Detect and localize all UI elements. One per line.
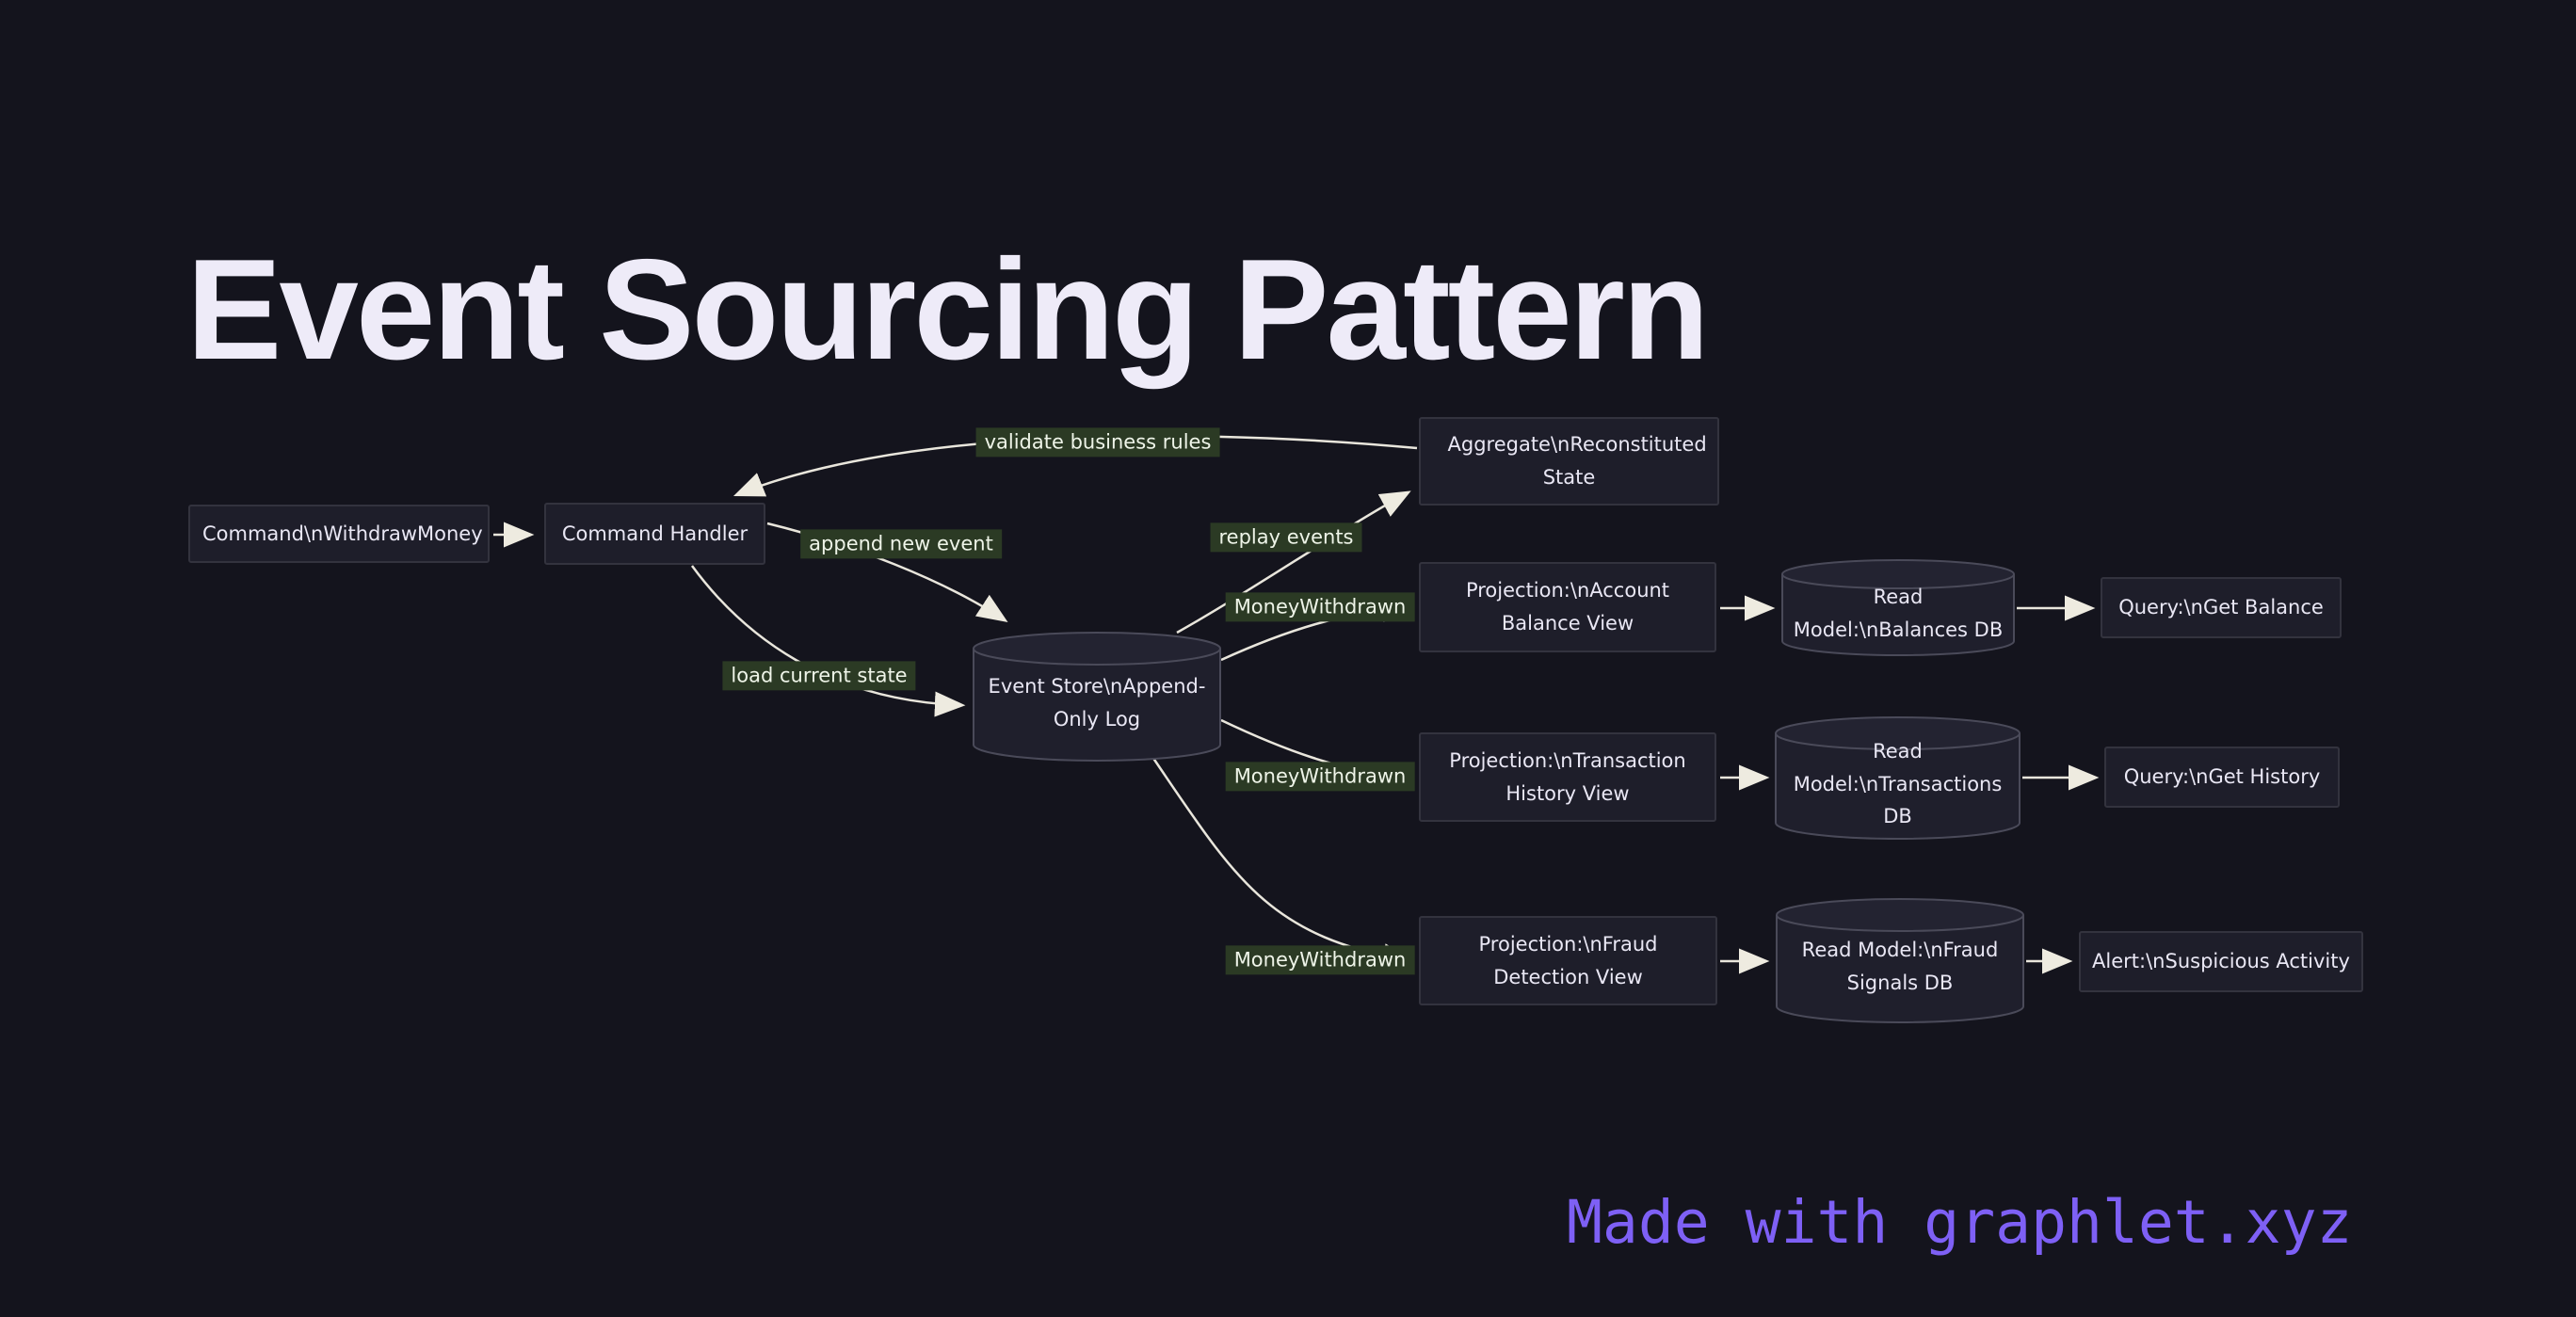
node-label: Read Model:\nFraud Signals DB — [1801, 939, 1999, 994]
edge-label-validate-business-rules: validate business rules — [975, 427, 1220, 458]
node-read-model-balances: Read Model:\nBalances DB — [1781, 559, 2015, 657]
page-title: Event Sourcing Pattern — [186, 229, 1710, 390]
edge-label-money-withdrawn-3: MoneyWithdrawn — [1225, 945, 1415, 975]
edge-label-money-withdrawn-2: MoneyWithdrawn — [1225, 762, 1415, 792]
edge-label-append-new-event: append new event — [800, 529, 1002, 559]
cylinder-icon — [973, 632, 1221, 762]
edge-load-current-state — [690, 565, 966, 717]
node-query-get-balance: Query:\nGet Balance — [2101, 577, 2342, 638]
cylinder-icon — [1775, 716, 2021, 840]
edge-label-load-current-state: load current state — [722, 661, 916, 691]
node-read-model-fraud: Read Model:\nFraud Signals DB — [1776, 898, 2024, 1023]
node-label: Command\nWithdrawMoney — [202, 522, 483, 545]
node-label: Aggregate\nReconstituted State — [1447, 433, 1707, 489]
node-label: Query:\nGet History — [2123, 765, 2321, 789]
node-label: Query:\nGet Balance — [2118, 596, 2324, 619]
node-label: Projection:\nTransaction History View — [1449, 748, 1686, 805]
edge-replay-events — [1176, 490, 1411, 634]
node-projection-account: Projection:\nAccount Balance View — [1419, 562, 1716, 652]
edge-label-money-withdrawn-1: MoneyWithdrawn — [1225, 592, 1415, 622]
footer-credit: Made with graphlet.xyz — [1567, 1188, 2353, 1257]
node-projection-fraud: Projection:\nFraud Detection View — [1419, 916, 1717, 1005]
node-label: Alert:\nSuspicious Activity — [2092, 950, 2350, 973]
node-label: Projection:\nAccount Balance View — [1465, 579, 1670, 634]
node-alert-suspicious: Alert:\nSuspicious Activity — [2079, 931, 2363, 992]
node-read-model-transactions: Read Model:\nTransactions DB — [1775, 716, 2021, 840]
node-label: Event Store\nAppend-Only Log — [988, 675, 1206, 731]
node-aggregate: Aggregate\nReconstituted State — [1419, 417, 1719, 506]
node-query-get-history: Query:\nGet History — [2104, 747, 2340, 808]
node-event-store: Event Store\nAppend-Only Log — [973, 632, 1221, 762]
edge-label-replay-events: replay events — [1210, 522, 1362, 553]
node-label: Read Model:\nBalances DB — [1793, 586, 2004, 641]
node-projection-transaction: Projection:\nTransaction History View — [1419, 732, 1716, 822]
node-label: Read Model:\nTransactions DB — [1793, 740, 2003, 828]
node-command-handler: Command Handler — [544, 503, 765, 565]
node-label: Projection:\nFraud Detection View — [1478, 932, 1658, 988]
cylinder-icon — [1776, 898, 2024, 1023]
edge-append-new-event — [766, 522, 1008, 622]
cylinder-icon — [1781, 559, 2015, 656]
node-command-withdraw-money: Command\nWithdrawMoney — [188, 505, 490, 563]
node-label: Command Handler — [561, 522, 749, 545]
